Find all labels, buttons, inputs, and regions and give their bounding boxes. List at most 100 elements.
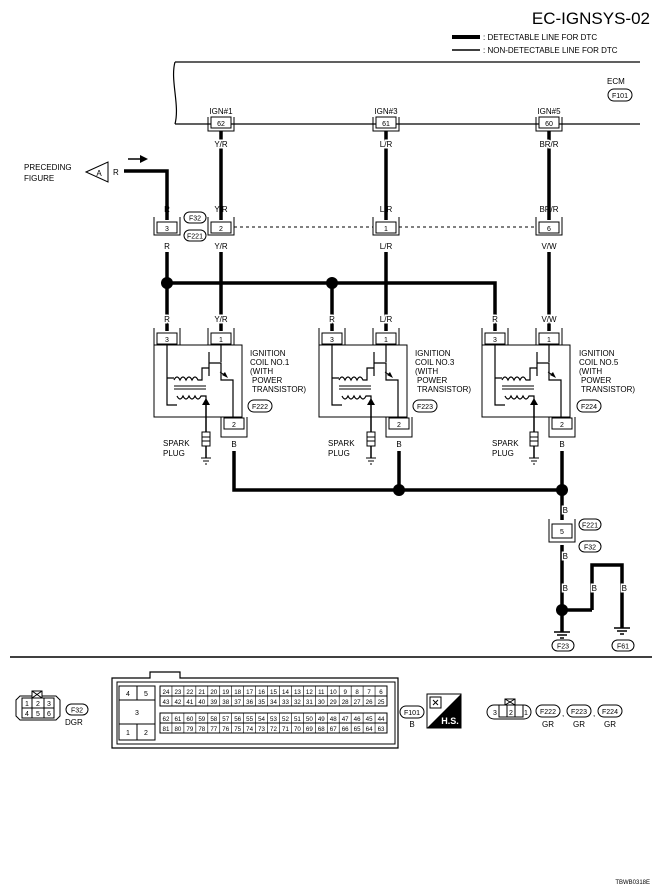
jc-pin-3: 3 [153, 217, 181, 236]
wire-ign5-top: BR/R [539, 140, 558, 149]
f101-pin-label: 36 [246, 699, 253, 706]
svg-text:5: 5 [36, 711, 40, 718]
jc-pin-1: 1 [372, 217, 400, 236]
f101-pin-label: 14 [282, 689, 289, 696]
f101-pin-label: 49 [318, 716, 325, 723]
svg-text:6: 6 [47, 711, 51, 718]
f101-pin-label: 30 [318, 699, 325, 706]
f101-pin-label: 7 [367, 689, 371, 696]
f101-code: F101 [404, 710, 420, 717]
f101-pin-label: 24 [163, 689, 170, 696]
svg-text:F224: F224 [602, 709, 618, 716]
f101-pin-label: 16 [258, 689, 265, 696]
svg-text:2: 2 [219, 226, 223, 233]
svg-text:2: 2 [560, 422, 564, 429]
f101-pin-label: 71 [282, 726, 289, 733]
svg-text:POWER: POWER [417, 376, 447, 385]
coil-connector-codes: F222 , GR F223 , GR F224 GR [535, 704, 623, 729]
svg-text:PLUG: PLUG [492, 449, 514, 458]
preceding-ref-triangle [84, 161, 109, 183]
ground-jc-pin-5: 5 [548, 519, 576, 543]
svg-text:F222: F222 [252, 404, 268, 411]
legend-non-detectable-text: : NON-DETECTABLE LINE FOR DTC [483, 46, 618, 55]
f101-pin-label: 10 [330, 689, 337, 696]
f32-badge [65, 703, 89, 716]
ecm-pin-62: 62 [207, 116, 235, 132]
preceding-line2: FIGURE [24, 174, 54, 183]
f101-pin-label: 13 [294, 689, 301, 696]
f101-pin-label: 74 [246, 726, 253, 733]
f101-pin-label: 8 [355, 689, 359, 696]
f101-pin-label: 59 [198, 716, 205, 723]
arrow-head-icon [140, 155, 148, 163]
gjc-bottom-code: F32 [584, 545, 596, 552]
harness-side-icon: H.S. [426, 693, 462, 729]
f101-pin-label: 32 [294, 699, 301, 706]
ign1-label: IGN#1 [209, 107, 233, 116]
ecm-pin-61: 61 [372, 116, 400, 132]
jc-pin-6: 6 [535, 217, 563, 236]
gjc-top-code: F221 [582, 523, 598, 530]
f101-pin-label: 17 [246, 689, 253, 696]
preceding-wire-line [124, 169, 169, 220]
ground-symbol-f61: F61 [611, 627, 635, 652]
f101-pin-label: 6 [379, 689, 383, 696]
f101-pin-label: 48 [330, 716, 337, 723]
svg-text:4: 4 [25, 711, 29, 718]
f101-pin-label: 79 [186, 726, 193, 733]
gjc-bottom-badge [578, 540, 602, 553]
f101-pin-label: 34 [270, 699, 277, 706]
f101-pin-label: 62 [163, 716, 170, 723]
svg-text:62: 62 [217, 121, 225, 128]
jc-bottom-code: F221 [187, 234, 203, 241]
svg-text:2: 2 [232, 422, 236, 429]
f101-pin-label: 61 [174, 716, 181, 723]
ground-wire-2: B [592, 584, 597, 593]
f101-pin-label: 23 [174, 689, 181, 696]
svg-text:L/R: L/R [380, 315, 393, 324]
f101-pin-label: 58 [210, 716, 217, 723]
jc-p6-bottom-wire: V/W [541, 242, 557, 251]
svg-text:3: 3 [165, 337, 169, 344]
svg-text:TRANSISTOR): TRANSISTOR) [417, 385, 471, 394]
preceding-wire: R [113, 168, 119, 177]
spark-plug-5: SPARK PLUG [492, 431, 539, 465]
coil-5-label: IGNITION COIL NO.5 (WITH POWER TRANSISTO… [576, 349, 635, 413]
svg-text:Y/R: Y/R [214, 315, 228, 324]
svg-text:2: 2 [509, 710, 513, 717]
f101-pin-label: 47 [342, 716, 349, 723]
svg-text:TRANSISTOR): TRANSISTOR) [581, 385, 635, 394]
f101-pin-label: 37 [234, 699, 241, 706]
splice-point-1 [161, 277, 173, 289]
svg-text:1: 1 [25, 701, 29, 708]
f101-pin-label: 20 [210, 689, 217, 696]
ground-splice-2 [556, 484, 568, 496]
ign5-label: IGN#5 [537, 107, 561, 116]
svg-text:PLUG: PLUG [328, 449, 350, 458]
f101-pin-label: 26 [366, 699, 373, 706]
jc-p2-top-wire: Y/R [214, 205, 228, 214]
svg-text:3: 3 [47, 701, 51, 708]
jc-p2-bottom-wire: Y/R [214, 242, 228, 251]
svg-text:1: 1 [547, 337, 551, 344]
f101-pin-label: 77 [210, 726, 217, 733]
page-title: EC-IGNSYS-02 [532, 9, 650, 28]
f32-code: F32 [71, 708, 83, 715]
coil-1-label: IGNITION COIL NO.1 (WITH POWER TRANSISTO… [247, 349, 306, 413]
f101-pin-label: 40 [198, 699, 205, 706]
f101-pin-label: 28 [342, 699, 349, 706]
svg-text:TRANSISTOR): TRANSISTOR) [252, 385, 306, 394]
jc-pin-2: 2 [207, 217, 235, 236]
f101-pin-label: 63 [378, 726, 385, 733]
coil-3-label: IGNITION COIL NO.3 (WITH POWER TRANSISTO… [412, 349, 471, 413]
ignition-coil-3: 3 1 2 [318, 328, 413, 438]
f101-pin-label: 41 [186, 699, 193, 706]
f32-color: DGR [65, 718, 83, 727]
f101-pin-label: 52 [282, 716, 289, 723]
svg-text:SPARK: SPARK [163, 439, 190, 448]
svg-text:2: 2 [144, 730, 148, 737]
f101-pin-label: 68 [318, 726, 325, 733]
jc-top-badge [183, 211, 207, 224]
svg-text:2: 2 [397, 422, 401, 429]
ecm-to-jc-wires [219, 131, 551, 220]
